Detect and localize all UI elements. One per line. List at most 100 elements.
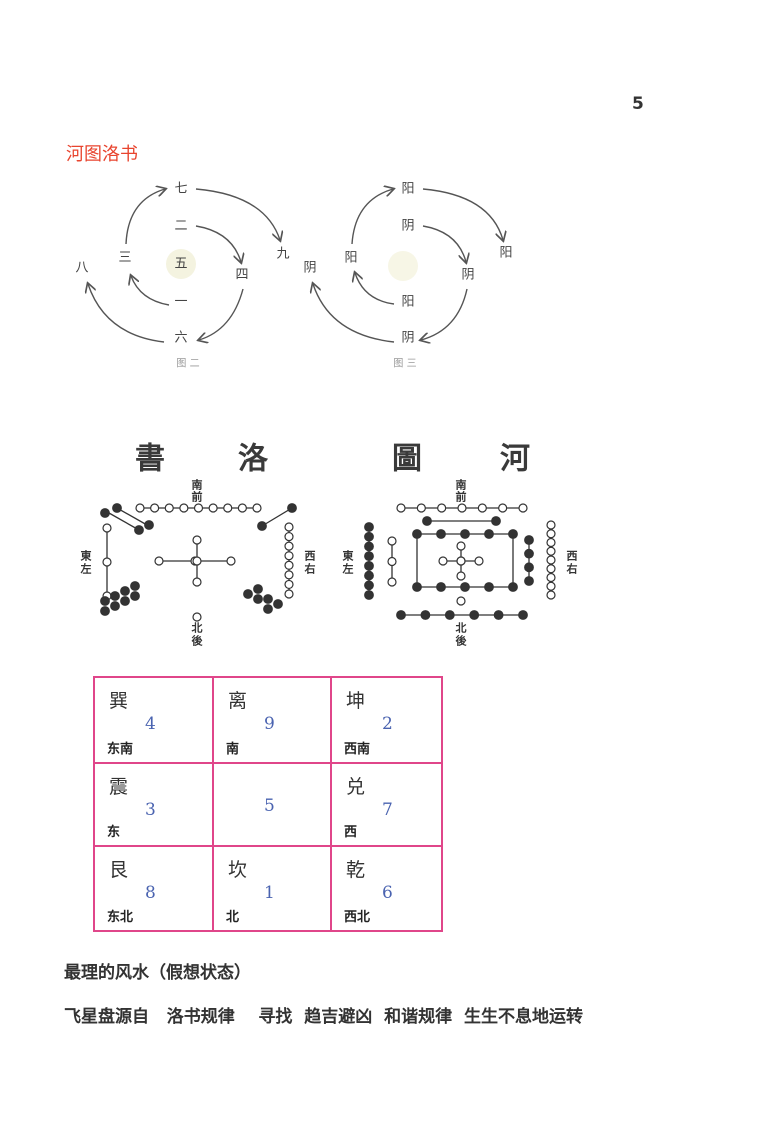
arrow	[125, 189, 165, 245]
yang-dot	[498, 503, 508, 513]
yang-dot	[284, 560, 294, 570]
yin-dot	[100, 606, 110, 616]
connector-line	[116, 507, 148, 526]
yang-dot	[387, 536, 397, 546]
yin-dot	[484, 529, 494, 539]
yin-dot	[112, 503, 122, 513]
figure-3-spiral: 阳 阴 阳 阳 阴 阴 阳 阴 图 三	[303, 182, 512, 370]
yang-dot	[387, 556, 397, 567]
yang-dot	[226, 556, 236, 566]
luoshu-east: 東	[81, 549, 93, 563]
yin-dot	[253, 594, 263, 604]
yang-dot	[546, 555, 556, 565]
yang-dot	[284, 551, 294, 561]
arrow	[351, 189, 393, 245]
star-number: 7	[382, 800, 393, 820]
yang-dot	[284, 531, 294, 542]
arrow	[199, 288, 244, 340]
yin-dot	[524, 548, 534, 559]
hetu-east: 東	[343, 549, 355, 563]
figure-2-caption: 图 二	[176, 358, 199, 370]
yin-dot	[444, 610, 455, 620]
luoshu-title-char: 書	[135, 442, 165, 477]
star-number: 9	[264, 714, 275, 734]
yin-inner-right: 阴	[461, 268, 474, 283]
dot-diagrams	[100, 503, 556, 622]
yin-dot	[364, 580, 374, 591]
luoshu-front: 前	[192, 490, 203, 504]
yang-dot	[546, 590, 556, 600]
yang-dot	[284, 522, 294, 532]
hetu-north: 北	[456, 621, 467, 635]
yin-dot	[469, 610, 480, 620]
direction-label: 东	[107, 825, 121, 840]
hetu-south: 南	[456, 478, 467, 492]
yang-dot	[284, 579, 294, 590]
yin-dot	[364, 522, 374, 532]
yang-dot	[192, 577, 202, 587]
trigram-label: 兑	[346, 776, 366, 798]
yang-dot	[102, 523, 112, 533]
yang-dot	[456, 571, 466, 581]
yin-dot	[364, 560, 374, 571]
yin-dot	[524, 562, 534, 573]
arrow	[422, 225, 466, 262]
direction-label: 南	[226, 742, 240, 757]
hetu-west: 西	[567, 550, 578, 563]
luoshu-left: 左	[80, 562, 92, 576]
yang-dot	[387, 577, 397, 587]
yang-dot	[102, 557, 112, 567]
yang-dot	[546, 529, 556, 539]
yang-dot	[456, 541, 466, 551]
num-four: 四	[235, 268, 248, 283]
yin-dot	[436, 582, 446, 592]
yang-dot	[223, 503, 233, 513]
yin-dot	[460, 529, 470, 539]
yin-dot	[460, 582, 470, 592]
yin-dot	[130, 591, 140, 601]
hetu-front: 前	[456, 490, 467, 504]
arrow	[421, 288, 468, 340]
num-five: 五	[174, 257, 187, 272]
trigram-label: 艮	[109, 859, 129, 881]
yin-dot	[484, 582, 494, 592]
direction-label: 西	[344, 825, 358, 840]
direction-label: 西南	[344, 742, 371, 757]
yin-dot	[134, 525, 144, 535]
figure-2-spiral: 七 二 九 三 五 八 四 一 六 图 二	[75, 182, 289, 370]
star-number: 4	[145, 714, 156, 734]
yang-dot	[284, 570, 294, 580]
num-seven: 七	[174, 182, 187, 197]
star-number: 5	[264, 796, 275, 816]
direction-label: 西北	[344, 910, 371, 925]
yin-dot	[110, 601, 120, 611]
yang-dot	[208, 503, 218, 513]
yang-dot	[284, 589, 294, 599]
star-number: 3	[145, 800, 156, 820]
yang-top: 阳	[401, 182, 414, 197]
trigram-label: 乾	[346, 859, 366, 881]
yang-dot	[546, 537, 556, 548]
yin-dot	[364, 551, 374, 562]
yin-dot	[253, 584, 263, 594]
yin-left: 阴	[303, 261, 316, 276]
grid-cell: 5	[214, 764, 332, 847]
yin-dot	[130, 581, 140, 591]
yang-dot	[192, 535, 202, 545]
yang-dot	[456, 556, 466, 566]
num-six: 六	[174, 331, 187, 346]
yang-dot	[546, 520, 556, 530]
yang-dot	[456, 596, 466, 606]
arrow	[88, 284, 165, 343]
center-glow	[388, 251, 418, 281]
yin-dot	[100, 596, 110, 606]
connector-line	[261, 507, 293, 527]
trigram-label: 离	[228, 690, 248, 712]
